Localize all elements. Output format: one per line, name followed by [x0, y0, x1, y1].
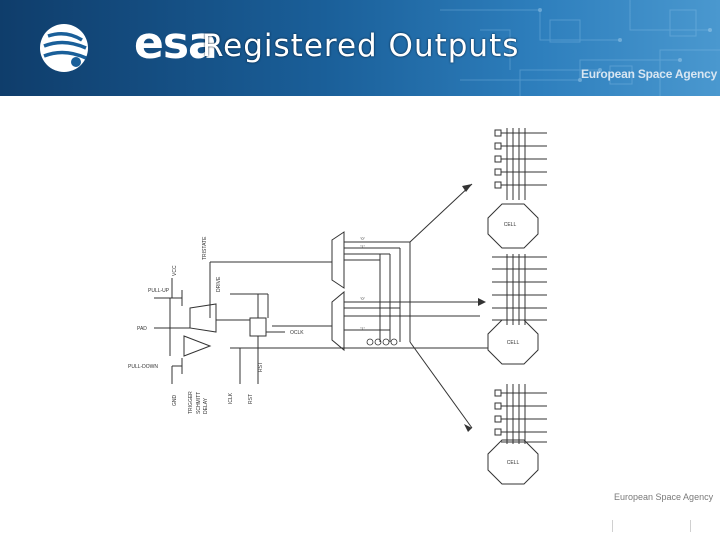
- label-rst-bottom: RST: [248, 394, 254, 404]
- page-title: Registered Outputs: [202, 28, 520, 64]
- middle-connector-block: [492, 254, 547, 325]
- logic-cell-bottom: [487, 439, 539, 485]
- label-tristate: TRISTATE: [202, 236, 208, 260]
- cell-middle-label: CELL: [507, 340, 520, 346]
- logo-wordmark: esa: [134, 18, 218, 69]
- mux-mid-input-0: "0": [360, 296, 366, 301]
- label-drive: DRIVE: [216, 276, 222, 292]
- mux-top-input-1: "1": [360, 244, 366, 249]
- cell-bottom-label: CELL: [507, 460, 520, 466]
- cell-top-label: CELL: [504, 222, 517, 228]
- top-connector-block: [494, 128, 547, 200]
- logic-cell-top: [487, 203, 539, 249]
- mux-mid-input-1: "1": [360, 326, 366, 331]
- circuit-texture: [440, 0, 720, 96]
- label-vcc: VCC: [172, 265, 178, 276]
- label-schmitt: SCHMITT: [196, 392, 202, 414]
- corner-mark-left: [612, 520, 613, 532]
- logic-cell-middle: [487, 319, 539, 365]
- label-pull-down: PULL-DOWN: [128, 364, 158, 370]
- output-register: [249, 317, 267, 337]
- output-buffer: [189, 303, 217, 333]
- input-buffer: [183, 335, 212, 357]
- label-oclk: OCLK: [290, 330, 304, 336]
- tristate-mux: [331, 231, 345, 289]
- esa-emblem-icon: [40, 24, 88, 72]
- bottom-connector-block: [494, 384, 547, 444]
- label-pad: PAD: [137, 326, 147, 332]
- label-delay: DELAY: [203, 397, 209, 414]
- mux-top-input-0: "0": [360, 236, 366, 241]
- agency-label: European Space Agency: [581, 67, 718, 81]
- output-mux: [331, 290, 345, 352]
- label-pull-up: PULL-UP: [148, 288, 170, 294]
- label-rst: RST: [258, 362, 264, 372]
- label-trigger: TRIGGER: [188, 391, 194, 414]
- header-banner: esa Registered Outputs European Space Ag…: [0, 0, 720, 96]
- footer-agency-label: European Space Agency: [614, 492, 714, 502]
- registered-outputs-diagram: PULL-UP PAD PULL-DOWN OCLK CELL CELL CEL…: [128, 128, 547, 485]
- corner-mark-right: [690, 520, 691, 532]
- esa-logo: esa: [36, 18, 218, 74]
- label-iclk: ICLK: [228, 392, 234, 404]
- label-gnd: GND: [172, 395, 178, 407]
